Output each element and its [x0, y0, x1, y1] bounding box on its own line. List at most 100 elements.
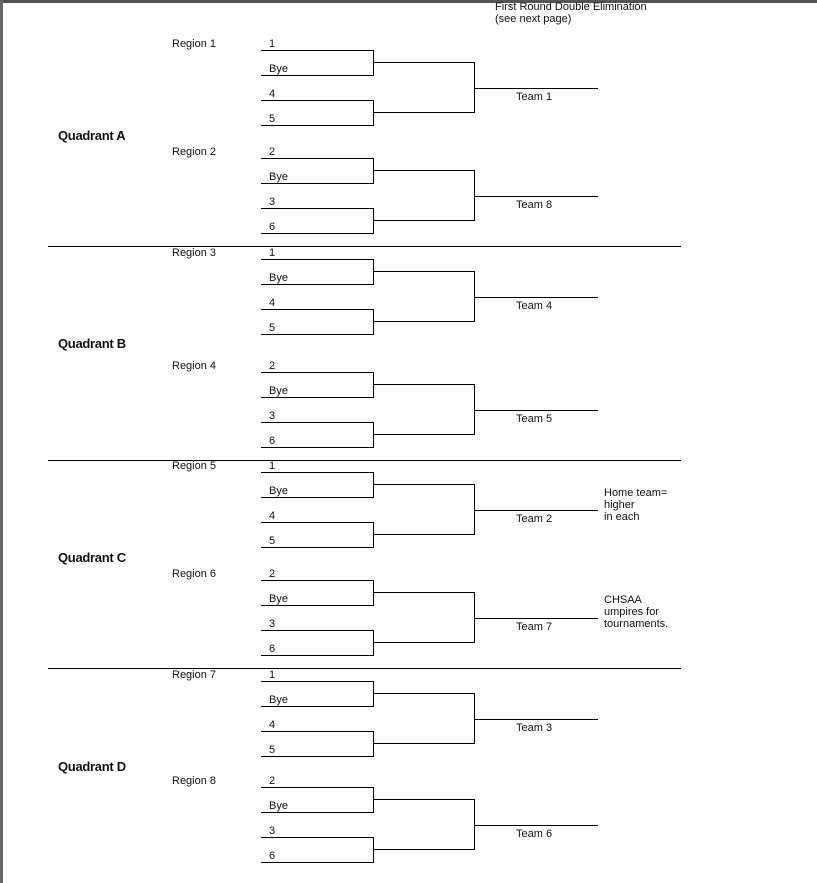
semifinal-line: [373, 271, 474, 272]
seed-label: 2: [269, 775, 276, 787]
pair-connector: [373, 580, 374, 606]
seed-label: 3: [269, 196, 276, 208]
seed-label: 6: [269, 221, 276, 233]
semifinal-line: [373, 321, 474, 322]
quadrant-label: Quadrant B: [58, 336, 126, 351]
region-label: Region 2: [172, 146, 217, 158]
seed-line: [261, 309, 373, 310]
winner-line: [474, 825, 598, 826]
seed-line: [261, 472, 373, 473]
final-connector: [474, 592, 475, 643]
pair-connector: [373, 837, 374, 863]
note-line: CHSAA: [604, 594, 642, 606]
semifinal-line: [373, 534, 474, 535]
pair-connector: [373, 472, 374, 498]
semifinal-line: [373, 693, 474, 694]
seed-line: [261, 372, 373, 373]
window-top-border: [0, 0, 817, 3]
quadrant-label: Quadrant A: [58, 128, 126, 143]
final-connector: [474, 271, 475, 322]
window-left-border: [0, 0, 3, 883]
note-line: umpires for: [604, 606, 660, 618]
seed-label: 2: [269, 568, 276, 580]
pair-connector: [373, 522, 374, 548]
pair-connector: [373, 372, 374, 398]
seed-line: [261, 208, 373, 209]
final-connector: [474, 170, 475, 221]
seed-line: [261, 497, 373, 498]
seed-line: [261, 862, 373, 863]
seed-line: [261, 655, 373, 656]
seed-label: 3: [269, 410, 276, 422]
header-subtitle: (see next page): [495, 13, 572, 25]
final-connector: [474, 484, 475, 535]
winner-line: [474, 719, 598, 720]
seed-label: 1: [269, 669, 276, 681]
seed-line: [261, 731, 373, 732]
pair-connector: [373, 259, 374, 285]
seed-line: [261, 522, 373, 523]
semifinal-line: [373, 62, 474, 63]
seed-label: 4: [269, 510, 276, 522]
seed-label: 6: [269, 850, 276, 862]
region-label: Region 7: [172, 669, 217, 681]
umpires-note: CHSAA umpires for tournaments.: [604, 594, 668, 630]
seed-label: 1: [269, 38, 276, 50]
pair-connector: [373, 787, 374, 813]
seed-label: 2: [269, 146, 276, 158]
seed-label: 6: [269, 435, 276, 447]
seed-line: [261, 158, 373, 159]
winner-label: Team 1: [516, 91, 553, 103]
quadrant-divider: [48, 246, 681, 247]
seed-label: Bye: [269, 385, 288, 397]
quadrant-label: Quadrant D: [58, 759, 126, 774]
pair-connector: [373, 208, 374, 234]
note-line: Home team=: [604, 487, 668, 499]
pair-connector: [373, 422, 374, 448]
region-label: Region 8: [172, 775, 217, 787]
semifinal-line: [373, 384, 474, 385]
seed-line: [261, 787, 373, 788]
seed-label: 5: [269, 322, 276, 334]
seed-label: 6: [269, 643, 276, 655]
seed-label: 3: [269, 618, 276, 630]
semifinal-line: [373, 849, 474, 850]
seed-label: 4: [269, 88, 276, 100]
seed-line: [261, 447, 373, 448]
winner-label: Team 5: [516, 413, 553, 425]
seed-line: [261, 183, 373, 184]
semifinal-line: [373, 220, 474, 221]
seed-label: Bye: [269, 272, 288, 284]
pair-connector: [373, 731, 374, 757]
region-label: Region 4: [172, 360, 217, 372]
pair-connector: [373, 681, 374, 707]
seed-line: [261, 100, 373, 101]
winner-label: Team 6: [516, 828, 553, 840]
winner-line: [474, 618, 598, 619]
semifinal-line: [373, 112, 474, 113]
winner-line: [474, 196, 598, 197]
seed-label: Bye: [269, 63, 288, 75]
seed-line: [261, 756, 373, 757]
seed-label: Bye: [269, 800, 288, 812]
seed-label: Bye: [269, 694, 288, 706]
seed-label: 3: [269, 825, 276, 837]
seed-line: [261, 334, 373, 335]
note-line: in each: [604, 511, 640, 523]
seed-line: [261, 75, 373, 76]
final-connector: [474, 799, 475, 850]
seed-label: 5: [269, 535, 276, 547]
seed-line: [261, 580, 373, 581]
pair-connector: [373, 50, 374, 76]
region-label: Region 1: [172, 38, 217, 50]
quadrant-label: Quadrant C: [58, 550, 126, 565]
seed-line: [261, 397, 373, 398]
pair-connector: [373, 100, 374, 126]
seed-label: 1: [269, 247, 276, 259]
seed-line: [261, 706, 373, 707]
seed-line: [261, 605, 373, 606]
seed-line: [261, 630, 373, 631]
seed-label: 4: [269, 297, 276, 309]
winner-line: [474, 88, 598, 89]
semifinal-line: [373, 170, 474, 171]
